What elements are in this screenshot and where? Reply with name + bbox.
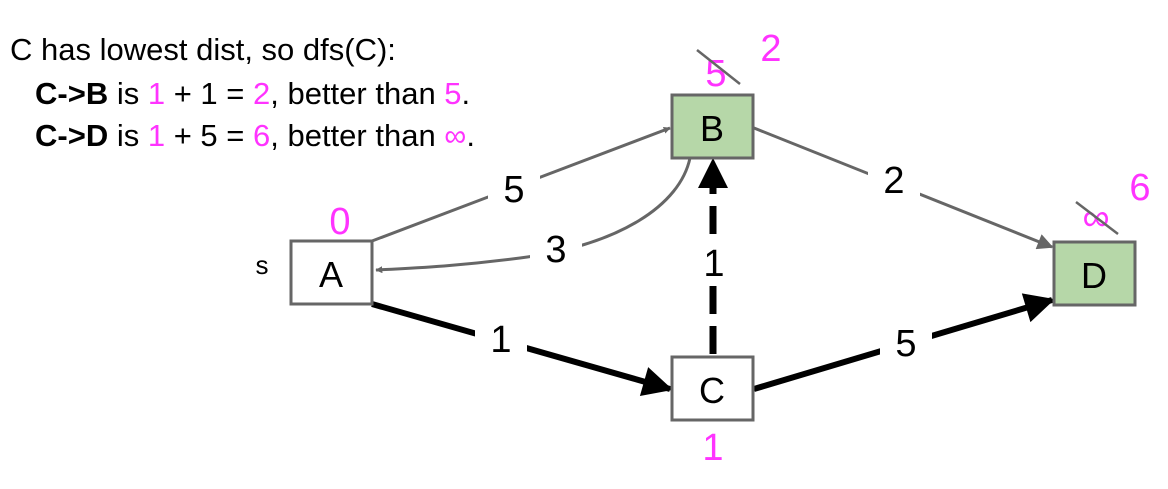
weight-b-a: 3: [545, 229, 566, 271]
dist-a: 0: [329, 201, 350, 243]
source-label: s: [256, 250, 269, 280]
text-is: is: [108, 118, 148, 153]
old-dist-b: 5: [444, 76, 461, 111]
text-is: is: [108, 76, 148, 111]
edge-cd-label: C->D: [35, 118, 108, 153]
strike-old-dist-b: [696, 49, 741, 85]
weight-bg: [488, 166, 540, 210]
node-d: [1052, 240, 1137, 307]
weight-a-b: 5: [503, 169, 524, 211]
old-dist-d: ∞: [444, 118, 466, 153]
node-d-label: D: [1081, 255, 1107, 296]
better-text: , better than: [270, 76, 444, 111]
node-a-label: A: [319, 254, 343, 295]
dist-c: 1: [702, 427, 723, 469]
weight-bg: [530, 228, 582, 272]
node-b-label: B: [700, 108, 724, 149]
old-dist-b-node: 5: [705, 53, 726, 95]
explanation-line-3: C->D is 1 + 5 = 6, better than ∞.: [35, 118, 475, 153]
weight-a-c: 1: [490, 319, 511, 361]
dist-c-value: 1: [148, 76, 165, 111]
edge-b-to-a: [375, 157, 692, 274]
plus-text: + 1 =: [165, 76, 253, 111]
weight-bg: [694, 238, 734, 286]
weight-bg: [475, 316, 527, 360]
dist-c-value: 1: [148, 118, 165, 153]
weight-b-d: 2: [883, 160, 904, 202]
node-a: [289, 239, 374, 306]
weight-bg: [880, 322, 932, 366]
plus-text: + 5 =: [165, 118, 253, 153]
node-c-label: C: [699, 370, 725, 411]
explanation-line-2: C->B is 1 + 1 = 2, better than 5.: [35, 76, 470, 111]
weight-bg: [868, 158, 920, 202]
weight-c-d: 5: [895, 323, 916, 365]
period: .: [466, 118, 475, 153]
dist-d: 6: [1129, 167, 1150, 209]
period: .: [462, 76, 471, 111]
edge-cb-label: C->B: [35, 76, 108, 111]
dist-b: 2: [760, 28, 781, 70]
node-c: [670, 355, 755, 422]
better-text: , better than: [270, 118, 444, 153]
node-b: [670, 93, 755, 160]
new-dist-b: 2: [253, 76, 270, 111]
weight-c-b: 1: [703, 243, 724, 285]
strike-old-dist-d: [1075, 201, 1119, 235]
new-dist-d: 6: [253, 118, 270, 153]
explanation-line-1: C has lowest dist, so dfs(C):: [10, 32, 396, 67]
